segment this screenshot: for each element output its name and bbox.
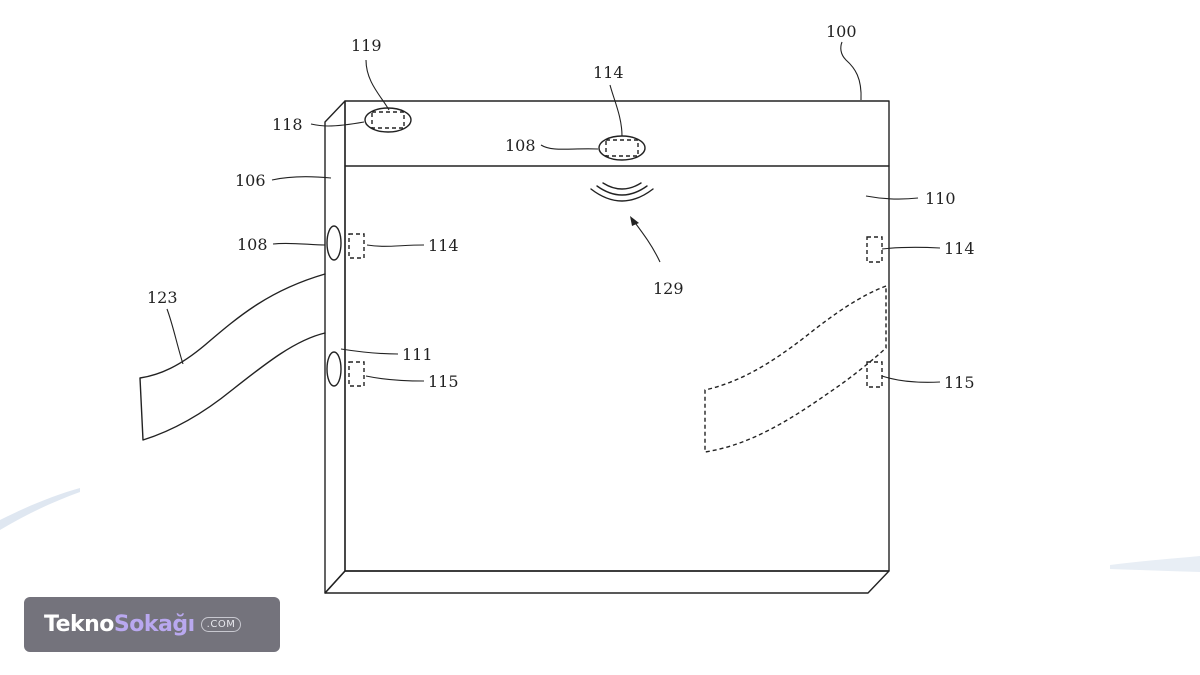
- left-side-face: [324, 100, 346, 594]
- label-edge-panel: 106: [235, 171, 266, 190]
- side-sensor-oval: [326, 225, 342, 261]
- label-sensor-side: 108: [237, 235, 268, 254]
- label-port: 111: [402, 345, 433, 364]
- top-element-dashed: [605, 139, 639, 157]
- left-lower-element-dashed: [348, 361, 365, 387]
- label-sensor-top: 108: [505, 136, 536, 155]
- background-swoosh-right: [1110, 556, 1200, 572]
- logo-domain-badge: .COM: [200, 617, 242, 632]
- label-cable: 123: [147, 288, 178, 307]
- label-element-lower-right: 115: [944, 373, 975, 392]
- top-component-dashed: [371, 111, 405, 129]
- port-oval: [326, 351, 342, 387]
- label-element-lower-left: 115: [428, 372, 459, 391]
- top-sensor-element: [598, 135, 646, 161]
- label-element-side-right: 114: [944, 239, 975, 258]
- internal-ribbon-dashed: [704, 284, 887, 453]
- logo-word-tekno: Tekno: [44, 612, 114, 637]
- signal-arcs: [590, 182, 654, 202]
- label-top-component: 119: [351, 36, 382, 55]
- label-signal: 129: [653, 279, 684, 298]
- label-element-side-left: 114: [428, 236, 459, 255]
- left-element-dashed: [348, 233, 365, 259]
- logo-word-sokagi: Sokağı: [113, 612, 195, 637]
- background-swoosh-left: [0, 488, 80, 530]
- watermark-logo: Tekno Sokağı .COM: [24, 597, 280, 652]
- label-front-face: 110: [925, 189, 956, 208]
- device-body: [324, 100, 890, 594]
- leader-lines: [166, 41, 941, 383]
- label-device: 100: [826, 22, 857, 41]
- cable: [139, 273, 326, 441]
- signal-arrow: [630, 216, 661, 263]
- right-element-dashed: [866, 236, 883, 263]
- label-top-housing: 118: [272, 115, 303, 134]
- bottom-face: [324, 570, 890, 594]
- right-lower-element-dashed: [866, 361, 883, 388]
- front-face: [344, 100, 890, 572]
- label-element-top: 114: [593, 63, 624, 82]
- top-housing-element: [364, 107, 412, 133]
